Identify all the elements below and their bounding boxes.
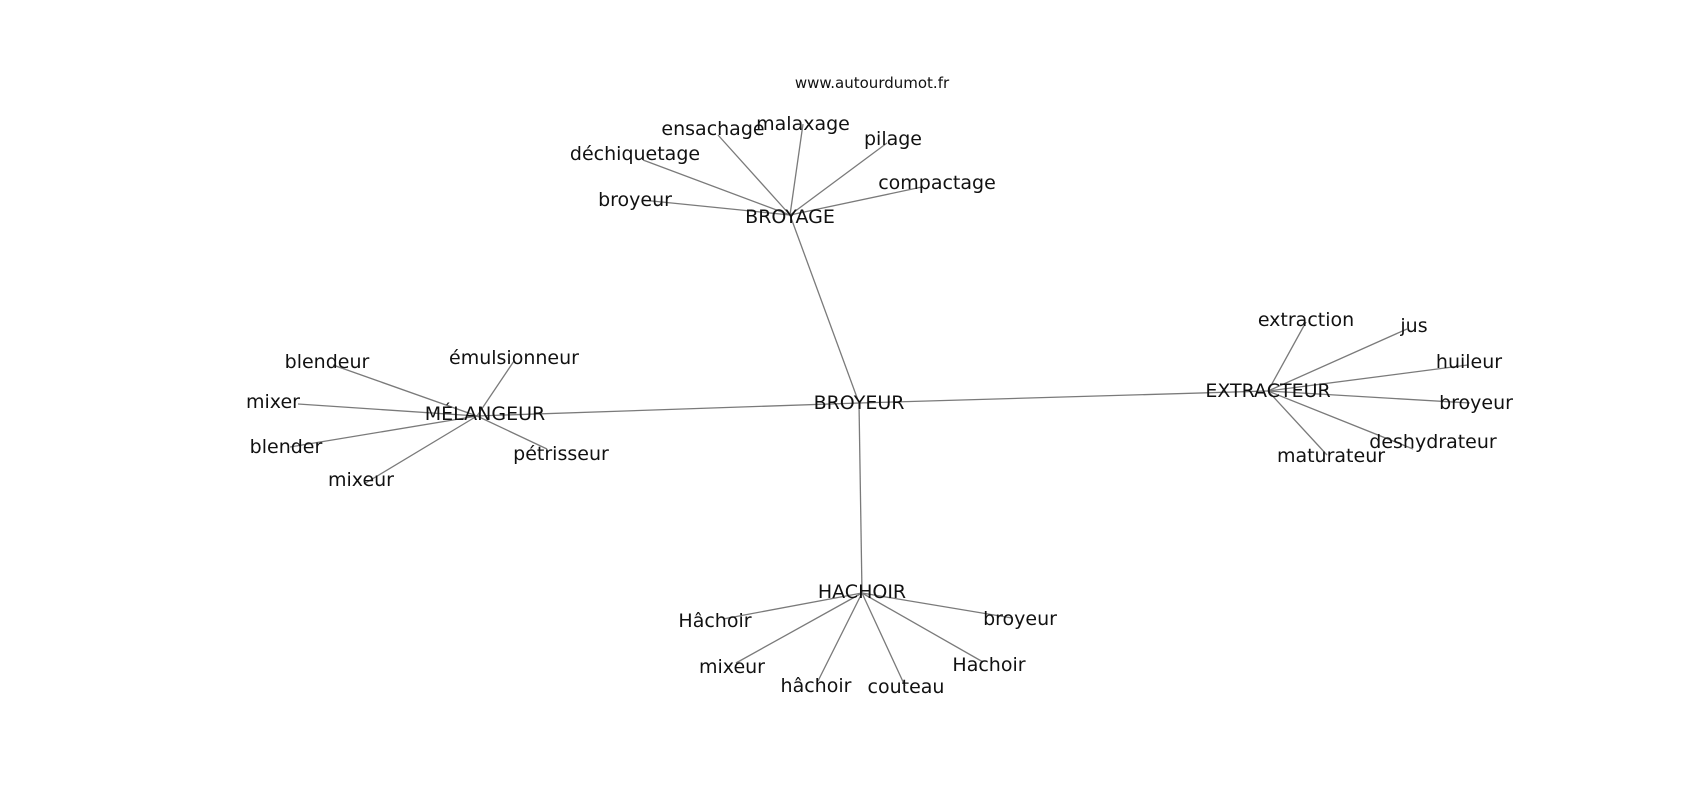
edge-melangeur-petrisseur xyxy=(476,415,548,450)
leaf-node-extracteur-deshydrateur: deshydrateur xyxy=(1369,431,1497,453)
edge-hachoir-hachoir xyxy=(817,592,863,682)
hub-node-extracteur: EXTRACTEUR xyxy=(1205,380,1330,402)
hub-node-broyage: BROYAGE xyxy=(745,206,835,228)
leaf-node-melangeur-mixer: mixer xyxy=(246,391,300,413)
leaf-node-melangeur-blendeur: blendeur xyxy=(285,351,370,373)
leaf-node-melangeur-emulsionneur: émulsionneur xyxy=(449,347,579,369)
edge-broyage-ensachage xyxy=(717,134,791,216)
edge-hachoir-hachoir xyxy=(722,592,863,620)
edges-layer xyxy=(289,123,1471,687)
leaf-node-broyage-compactage: compactage xyxy=(878,172,996,194)
leaf-node-hachoir-hachoir: hâchoir xyxy=(781,675,852,697)
edge-broyage-broyeur xyxy=(641,199,791,216)
edge-broyage-dechiquetage xyxy=(642,159,791,216)
edge-center-hachoir xyxy=(858,402,863,594)
leaf-node-melangeur-petrisseur: pétrisseur xyxy=(513,443,609,465)
edge-hachoir-broyeur xyxy=(861,592,1013,619)
labels-layer: BROYEUR BROYAGE broyeur déchiquetage ensacha… xyxy=(246,113,1513,698)
leaf-node-extracteur-jus: jus xyxy=(1399,315,1427,337)
edge-extracteur-extraction xyxy=(1267,321,1307,392)
leaf-node-broyage-ensachage: ensachage xyxy=(661,118,764,140)
leaf-node-broyage-broyeur: broyeur xyxy=(598,189,672,211)
edge-center-extracteur xyxy=(858,390,1269,404)
edge-extracteur-deshydrateur xyxy=(1267,390,1414,450)
edge-broyage-malaxage xyxy=(789,123,804,216)
edge-extracteur-jus xyxy=(1267,328,1408,392)
leaf-node-hachoir-mixeur: mixeur xyxy=(699,656,765,678)
leaf-node-extracteur-broyeur: broyeur xyxy=(1439,392,1513,414)
leaf-node-hachoir-couteau: couteau xyxy=(868,676,945,698)
hub-node-melangeur: MÉLANGEUR xyxy=(425,402,545,425)
edge-broyage-compactage xyxy=(789,186,923,216)
edge-melangeur-blender xyxy=(289,415,478,448)
site-watermark: www.autourdumot.fr xyxy=(795,74,950,92)
leaf-node-melangeur-mixeur: mixeur xyxy=(328,469,394,491)
edge-melangeur-emulsionneur xyxy=(476,360,515,417)
edge-extracteur-maturateur xyxy=(1267,390,1328,456)
edge-hachoir-hachoir xyxy=(861,592,984,663)
leaf-node-hachoir-hachoir: Hâchoir xyxy=(678,610,751,632)
edge-center-broyage xyxy=(789,214,860,404)
leaf-node-broyage-dechiquetage: déchiquetage xyxy=(570,143,700,165)
center-node-broyeur: BROYEUR xyxy=(814,392,905,414)
edge-extracteur-huileur xyxy=(1267,364,1469,392)
edge-broyage-pilage xyxy=(789,142,888,216)
leaf-node-hachoir-broyeur: broyeur xyxy=(983,608,1057,630)
hub-node-hachoir: HACHOIR xyxy=(818,581,906,603)
edge-melangeur-mixer xyxy=(297,403,478,417)
leaf-node-broyage-malaxage: malaxage xyxy=(756,113,850,135)
leaf-node-extracteur-huileur: huileur xyxy=(1436,351,1502,373)
edge-melangeur-mixeur xyxy=(363,415,478,485)
edge-extracteur-broyeur xyxy=(1267,390,1471,404)
edge-hachoir-mixeur xyxy=(735,592,863,664)
leaf-node-broyage-pilage: pilage xyxy=(864,128,922,150)
edge-center-melangeur xyxy=(476,402,860,417)
leaf-node-hachoir-hachoir: Hachoir xyxy=(952,654,1025,676)
edge-hachoir-couteau xyxy=(861,592,906,687)
leaf-node-extracteur-maturateur: maturateur xyxy=(1277,445,1385,467)
leaf-node-extracteur-extraction: extraction xyxy=(1258,309,1354,331)
leaf-node-melangeur-blender: blender xyxy=(250,436,323,458)
edge-melangeur-blendeur xyxy=(332,364,478,417)
